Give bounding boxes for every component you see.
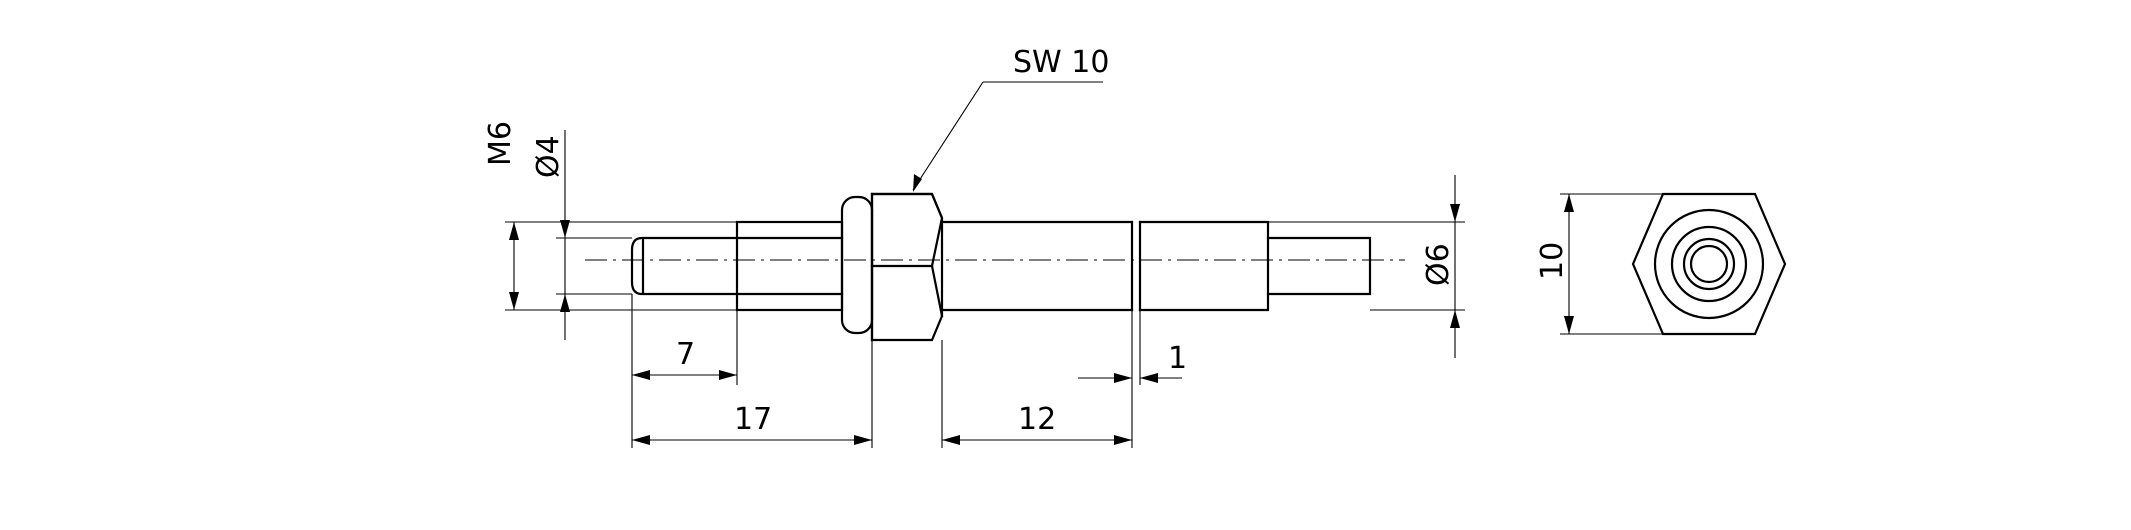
across-flats-dimension: 10 [1535,193,1663,335]
left-pin [630,236,739,296]
bore-circle-inner [1689,244,1729,284]
pin-diameter-dimension: Ø4 [531,130,632,340]
body-diameter-dimension: Ø6 [1268,175,1465,358]
thread-diameter-dimension: M6 [483,121,737,311]
pin-length-label: 7 [676,337,695,372]
hex-nut [870,192,944,342]
end-view [1631,192,1787,336]
wrench-size-callout: SW 10 [912,45,1109,192]
thread-section [735,220,844,312]
groove-width-label: 1 [1168,341,1187,376]
nut-to-groove-dimension: 12 [942,402,1132,445]
pin-to-nut-dimension: 17 [632,402,872,445]
hex-circle-outer [1653,208,1765,320]
groove-width-dimension: 1 [1078,341,1187,383]
nut-to-groove-label: 12 [1018,402,1056,437]
pin-to-nut-label: 17 [734,402,772,437]
right-pin [1266,236,1372,296]
washer [840,195,874,335]
bore-circle-outer [1682,237,1736,291]
thread-size-label: M6 [483,121,518,166]
hex-outline [1631,192,1787,336]
across-flats-label: 10 [1535,242,1570,280]
hex-circle-mid [1670,225,1748,303]
pin-length-dimension: 7 [632,337,737,380]
body-diameter-label: Ø6 [1421,243,1456,286]
pin-diameter-label: Ø4 [531,135,566,178]
side-view [585,192,1405,342]
shaft-diameter-6 [1138,220,1270,312]
wrench-size-label: SW 10 [1013,45,1109,80]
